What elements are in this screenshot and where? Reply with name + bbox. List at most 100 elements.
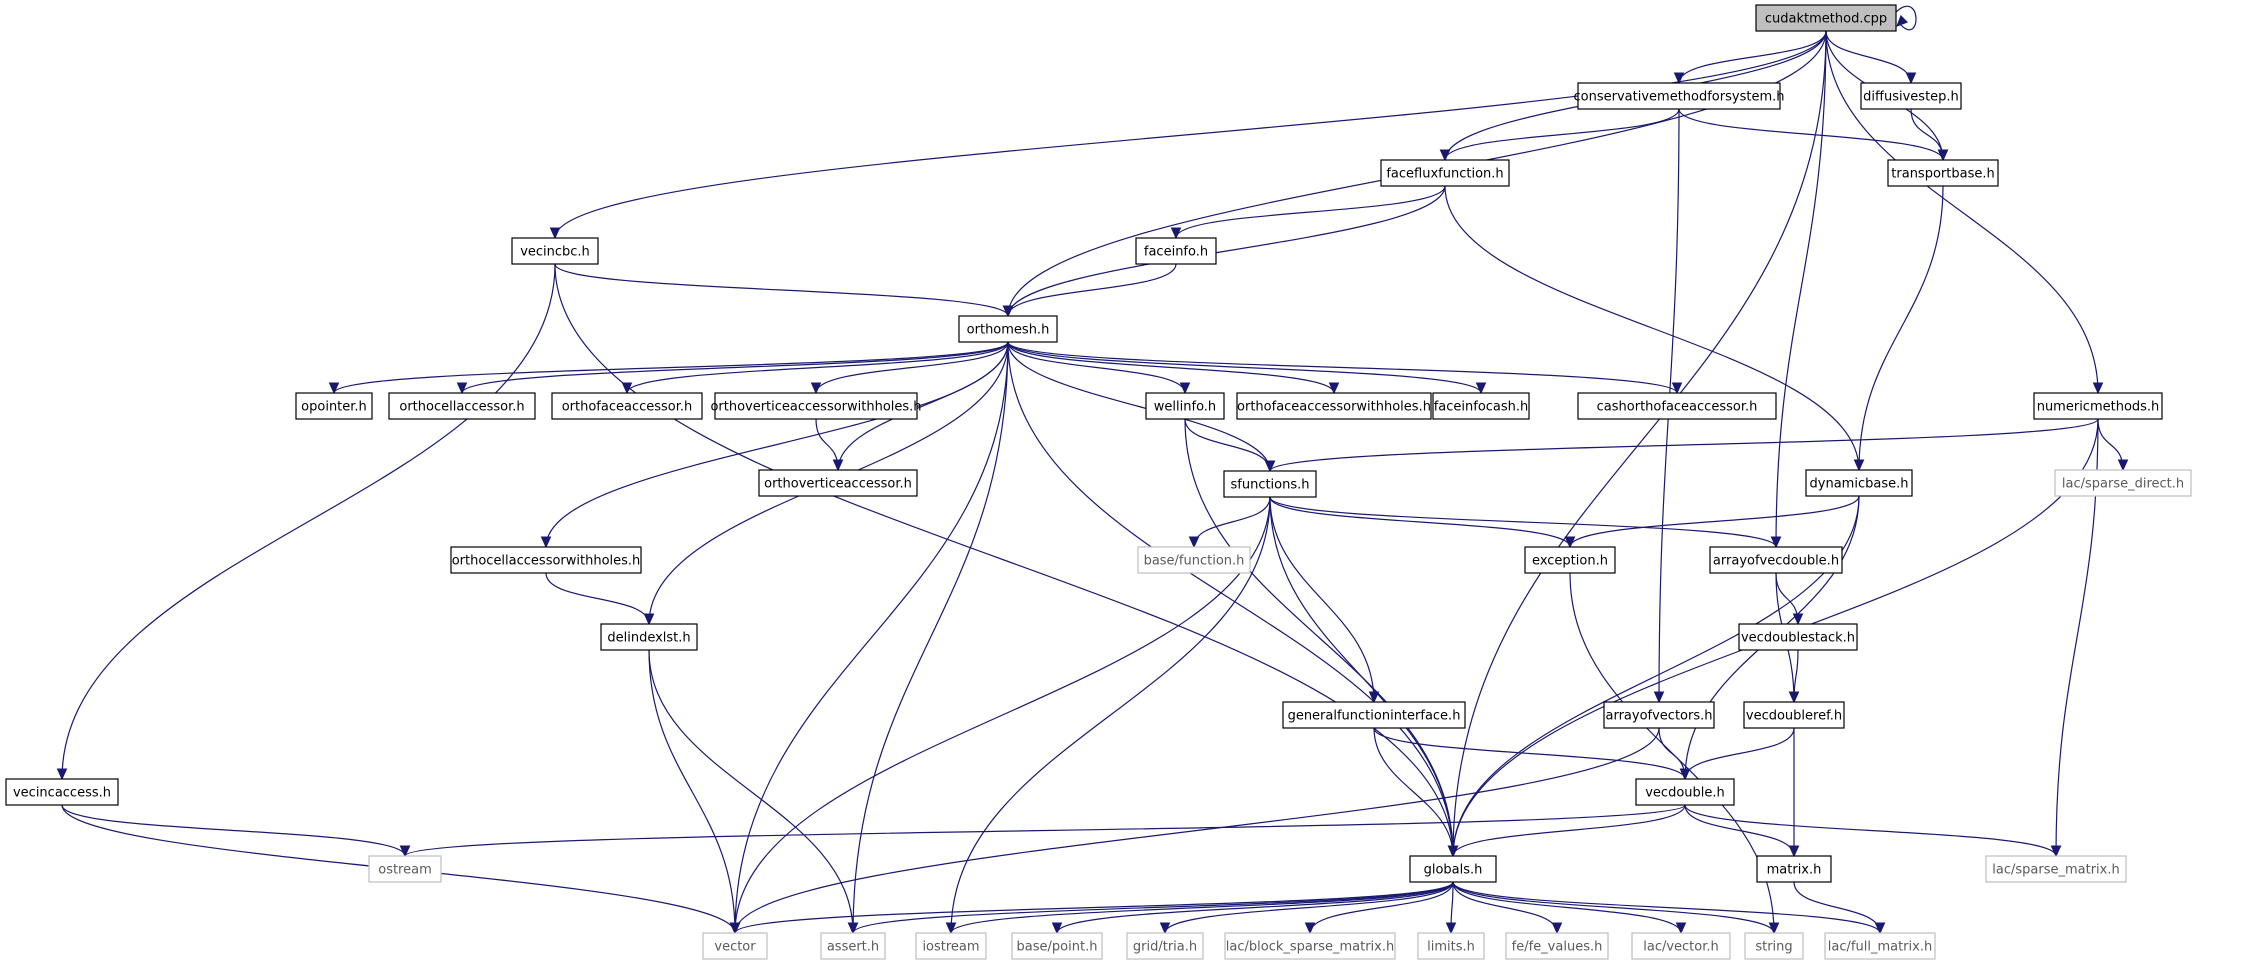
node-label: lac/sparse_direct.h (2062, 477, 2184, 492)
edge-cudaktmethod-to-diffusivestep (1825, 30, 1917, 85)
node-dynamicbase[interactable]: dynamicbase.h (1805, 469, 1913, 497)
node-basefunction[interactable]: base/function.h (1137, 546, 1251, 574)
node-conservative[interactable]: conservativemethodforsystem.h (1574, 82, 1785, 110)
node-transportbase[interactable]: transportbase.h (1887, 159, 1999, 187)
node-orthofacewh[interactable]: orthofaceaccessorwithholes.h (1236, 392, 1432, 420)
edge-vecdouble-to-ostream (399, 804, 1686, 858)
node-faceinfocash[interactable]: faceinfocash.h (1432, 392, 1530, 420)
edge-vecdoubleref-to-vecdouble (1679, 727, 1795, 781)
edge-orthomesh-to-wellinfo (1007, 341, 1191, 395)
node-box (1409, 855, 1497, 883)
node-vecincaccess[interactable]: vecincaccess.h (5, 778, 119, 806)
node-gridtria[interactable]: grid/tria.h (1126, 932, 1204, 960)
node-arrayofvectors[interactable]: arrayofvectors.h (1603, 701, 1715, 729)
edge-globals-to-gridtria (1159, 881, 1454, 935)
node-iostream[interactable]: iostream (915, 932, 987, 960)
arrowhead (945, 922, 957, 935)
arrowhead (549, 227, 561, 240)
edge-numericmethods-to-sfunctions (1264, 418, 2099, 473)
node-label: limits.h (1427, 940, 1475, 955)
edge-globals-to-iostream (945, 881, 1454, 935)
node-label: iostream (922, 940, 979, 955)
node-globals[interactable]: globals.h (1409, 855, 1497, 883)
arrowhead (1768, 922, 1780, 935)
node-opointer[interactable]: opointer.h (295, 392, 373, 420)
node-cashortho[interactable]: cashorthofaceaccessor.h (1577, 392, 1777, 420)
edge-line (1684, 727, 1795, 780)
node-orthocellaccessor[interactable]: orthocellaccessor.h (388, 392, 536, 420)
edge-line (1007, 341, 1678, 394)
arrowhead (1170, 227, 1182, 240)
edge-orthomesh-to-orthofacewh (1007, 341, 1340, 395)
node-fevalues[interactable]: fe/fe_values.h (1505, 932, 1609, 960)
node-label: lac/vector.h (1643, 940, 1719, 955)
edge-line (950, 881, 1454, 934)
node-string[interactable]: string (1744, 932, 1804, 960)
edge-orthomesh-to-asserth (847, 341, 1009, 935)
edge-cudaktmethod-to-vecincbc (549, 30, 1827, 240)
edge-sfunctions-to-generalfunction (1269, 496, 1380, 704)
node-lacsparsematrix[interactable]: lac/sparse_matrix.h (1985, 855, 2127, 883)
edge-line (1007, 185, 1446, 317)
node-box (1135, 237, 1217, 265)
node-vector[interactable]: vector (702, 932, 768, 960)
edge-line (61, 804, 406, 857)
arrowhead (1368, 691, 1380, 704)
arrowhead (2092, 382, 2104, 395)
node-lacblock[interactable]: lac/block_sparse_matrix.h (1224, 932, 1396, 960)
node-limits[interactable]: limits.h (1417, 932, 1485, 960)
arrowhead (399, 845, 411, 858)
node-delindexlst[interactable]: delindexlst.h (600, 623, 698, 651)
node-orthovertice[interactable]: orthoverticeaccessor.h (758, 469, 918, 497)
edge-line (1444, 108, 1680, 161)
edge-orthomesh-to-orthocellwh (540, 341, 1009, 549)
node-orthoverticewh[interactable]: orthoverticeaccessorwithholes.h (710, 392, 922, 420)
node-diffusivestep[interactable]: diffusivestep.h (1860, 82, 1962, 110)
node-label: cudaktmethod.cpp (1765, 12, 1887, 27)
node-facefluxfunction[interactable]: facefluxfunction.h (1380, 159, 1510, 187)
node-vecincbc[interactable]: vecincbc.h (511, 237, 599, 265)
node-matrix[interactable]: matrix.h (1756, 855, 1832, 883)
node-cudaktmethod[interactable]: cudaktmethod.cpp (1755, 4, 1897, 32)
node-orthocellwh[interactable]: orthocellaccessorwithholes.h (450, 546, 642, 574)
node-exception[interactable]: exception.h (1524, 546, 1616, 574)
node-asserth[interactable]: assert.h (820, 932, 886, 960)
node-vecdoubleref[interactable]: vecdoubleref.h (1743, 701, 1845, 729)
node-label: vecdoubleref.h (1746, 709, 1842, 724)
node-generalfunction[interactable]: generalfunctioninterface.h (1282, 701, 1466, 729)
node-orthomesh[interactable]: orthomesh.h (958, 315, 1058, 343)
edge-orthoverticewh-to-orthovertice (815, 418, 844, 472)
arrowhead (1770, 536, 1782, 549)
edge-globals-to-vector (729, 881, 1454, 935)
node-label: dynamicbase.h (1810, 477, 1909, 492)
node-arrayofvecdouble[interactable]: arrayofvecdouble.h (1709, 546, 1843, 574)
node-box (1805, 469, 1913, 497)
node-faceinfo[interactable]: faceinfo.h (1135, 237, 1217, 265)
node-lacsparsedirect[interactable]: lac/sparse_direct.h (2054, 469, 2192, 497)
edge-line (1269, 418, 2099, 472)
node-vecdoublestack[interactable]: vecdoublestack.h (1738, 623, 1858, 651)
node-ostream[interactable]: ostream (368, 855, 442, 883)
node-sfunctions[interactable]: sfunctions.h (1223, 470, 1317, 498)
node-box (1432, 392, 1530, 420)
node-wellinfo[interactable]: wellinfo.h (1145, 392, 1225, 420)
edge-faceinfo-to-orthomesh (1002, 263, 1177, 318)
node-lacvector[interactable]: lac/vector.h (1631, 932, 1731, 960)
node-orthofaceaccessor[interactable]: orthofaceaccessor.h (551, 392, 703, 420)
edge-orthomesh-to-orthoverticewh (810, 341, 1009, 395)
node-vecdouble[interactable]: vecdouble.h (1635, 778, 1735, 806)
node-numericmethods[interactable]: numericmethods.h (2033, 392, 2163, 420)
node-label: orthofaceaccessorwithholes.h (1237, 400, 1431, 415)
node-lacfullmatrix[interactable]: lac/full_matrix.h (1824, 932, 1936, 960)
node-label: lac/sparse_matrix.h (1992, 863, 2119, 878)
edge-matrix-to-lacfullmatrix (1793, 881, 1886, 935)
node-label: faceinfocash.h (1434, 400, 1529, 415)
edge-generalfunction-to-vecdouble (1373, 727, 1691, 781)
node-label: facefluxfunction.h (1386, 167, 1503, 182)
node-basepoint[interactable]: base/point.h (1011, 932, 1103, 960)
edge-line (61, 263, 556, 780)
arrowhead (540, 536, 552, 549)
node-label: globals.h (1424, 863, 1483, 878)
edge-globals-to-string (1452, 881, 1780, 935)
arrowhead (1051, 922, 1063, 935)
